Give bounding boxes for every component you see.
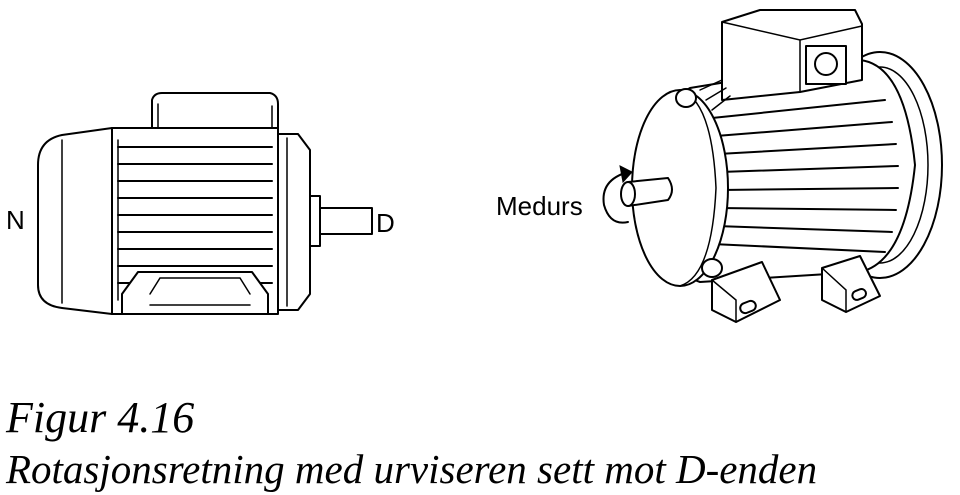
motor-side-view	[37, 92, 373, 315]
d-end-label: D	[376, 208, 395, 238]
figure-number: Figur 4.16	[6, 393, 195, 442]
motor-perspective-view	[602, 9, 943, 323]
bolt	[675, 88, 697, 108]
n-end-label: N	[6, 205, 25, 235]
figure-caption: Rotasjonsretning med urviseren sett mot …	[6, 446, 818, 492]
perspective-fins	[711, 99, 899, 253]
shaft	[319, 207, 373, 235]
rotation-arrow	[602, 171, 629, 224]
cable-entry	[814, 52, 838, 76]
terminal-box	[151, 92, 279, 128]
rotation-label: Medurs	[496, 191, 583, 221]
end-shield	[277, 133, 311, 311]
foot-rear	[821, 255, 881, 313]
fan-cover	[37, 127, 113, 315]
bolt	[701, 258, 723, 278]
mounting-foot	[121, 271, 269, 315]
foot-front	[711, 261, 781, 323]
